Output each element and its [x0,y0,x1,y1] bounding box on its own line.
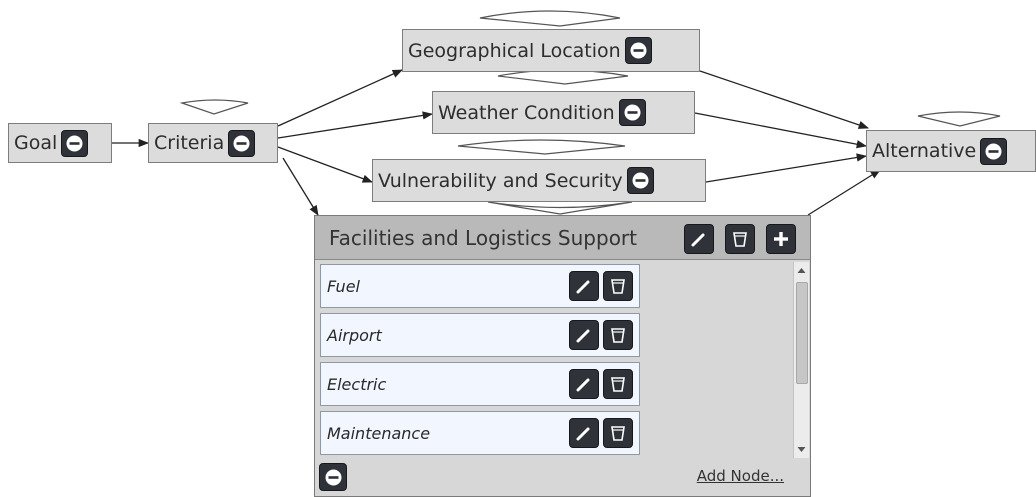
list-item[interactable]: Maintenance [320,411,640,455]
self-loop-weather-condition [497,69,629,85]
node-goal[interactable]: Goal [8,123,112,163]
delete-item-button[interactable] [603,418,633,448]
pencil-icon [576,280,590,294]
edge-weather-alternative [694,112,868,149]
list-item-label: Airport [327,325,382,345]
plus-icon [774,232,788,246]
delete-item-button[interactable] [603,369,633,399]
trash-icon [733,232,747,247]
edit-item-button[interactable] [569,271,599,301]
self-loop-vulnerability-security [457,139,626,155]
delete-item-button[interactable] [603,320,633,350]
scrollbar-thumb[interactable] [796,282,808,384]
edit-item-button[interactable] [569,418,599,448]
add-node-link[interactable]: Add Node... [696,467,784,485]
minus-circle-icon [630,42,647,59]
collapse-vulnerability-security-button[interactable] [626,167,654,194]
minus-circle-icon [985,143,1002,159]
minus-circle-icon [325,469,341,485]
scroll-down-arrow-icon[interactable] [794,442,809,456]
delete-item-button[interactable] [603,271,633,301]
node-geographical-location-label: Geographical Location [408,39,621,62]
self-loop-alternative [917,111,1001,127]
edge-criteria-geographical [277,69,403,127]
scroll-up-arrow-icon[interactable] [794,264,809,278]
edge-criteria-weather [277,111,434,139]
list-item-label: Electric [327,374,387,394]
collapse-goal-button[interactable] [61,129,89,157]
collapse-panel-button[interactable] [319,463,347,491]
list-item-label: Maintenance [327,423,431,443]
node-alternative[interactable]: Alternative [866,130,1036,172]
node-vulnerability-security[interactable]: Vulnerability and Security [372,159,706,202]
collapse-geographical-location-button[interactable] [624,37,652,64]
node-weather-condition-label: Weather Condition [438,101,615,124]
self-loop-criteria [179,99,249,115]
delete-panel-button[interactable] [725,224,755,254]
trash-icon [611,426,625,441]
edit-item-button[interactable] [569,320,599,350]
node-goal-label: Goal [14,132,58,154]
node-criteria[interactable]: Criteria [148,123,278,163]
minus-circle-icon [233,135,250,151]
minus-circle-icon [632,172,649,189]
edge-criteria-facilities [282,157,319,216]
edit-panel-button[interactable] [684,224,714,254]
collapse-alternative-button[interactable] [980,137,1008,165]
edit-item-button[interactable] [569,369,599,399]
minus-circle-icon [624,104,641,121]
pencil-icon [576,329,590,343]
collapse-criteria-button[interactable] [228,129,256,157]
trash-icon [611,279,625,294]
facilities-item-list[interactable]: Fuel Airport Electric Maintenance [320,262,790,458]
facilities-panel: Facilities and Logistics Support Fuel Ai… [314,215,811,497]
node-geographical-location[interactable]: Geographical Location [402,29,700,72]
self-loop-facilities-panel [487,201,633,215]
minus-circle-icon [66,135,83,151]
facilities-panel-footer: Add Node... [315,458,810,496]
pencil-icon [576,378,590,392]
collapse-weather-condition-button[interactable] [618,99,646,126]
add-item-button[interactable] [766,224,796,254]
node-weather-condition[interactable]: Weather Condition [432,91,695,134]
list-item[interactable]: Electric [320,362,640,406]
edge-facilities-alternative [807,169,881,216]
facilities-panel-title: Facilities and Logistics Support [329,226,637,250]
pencil-icon [576,427,590,441]
list-item-label: Fuel [327,276,360,296]
facilities-panel-header: Facilities and Logistics Support [315,216,810,260]
edge-vulnerability-alternative [705,153,868,183]
list-item[interactable]: Airport [320,313,640,357]
node-vulnerability-security-label: Vulnerability and Security [378,169,623,192]
node-alternative-label: Alternative [872,140,977,162]
list-scrollbar[interactable] [793,262,809,458]
node-criteria-label: Criteria [154,132,225,154]
self-loop-geographical-location [479,10,621,27]
edge-criteria-vulnerability [277,146,373,183]
list-item[interactable]: Fuel [320,264,640,308]
pencil-icon [691,233,705,247]
edge-geographical-alternative [699,70,869,129]
trash-icon [611,328,625,343]
trash-icon [611,377,625,392]
